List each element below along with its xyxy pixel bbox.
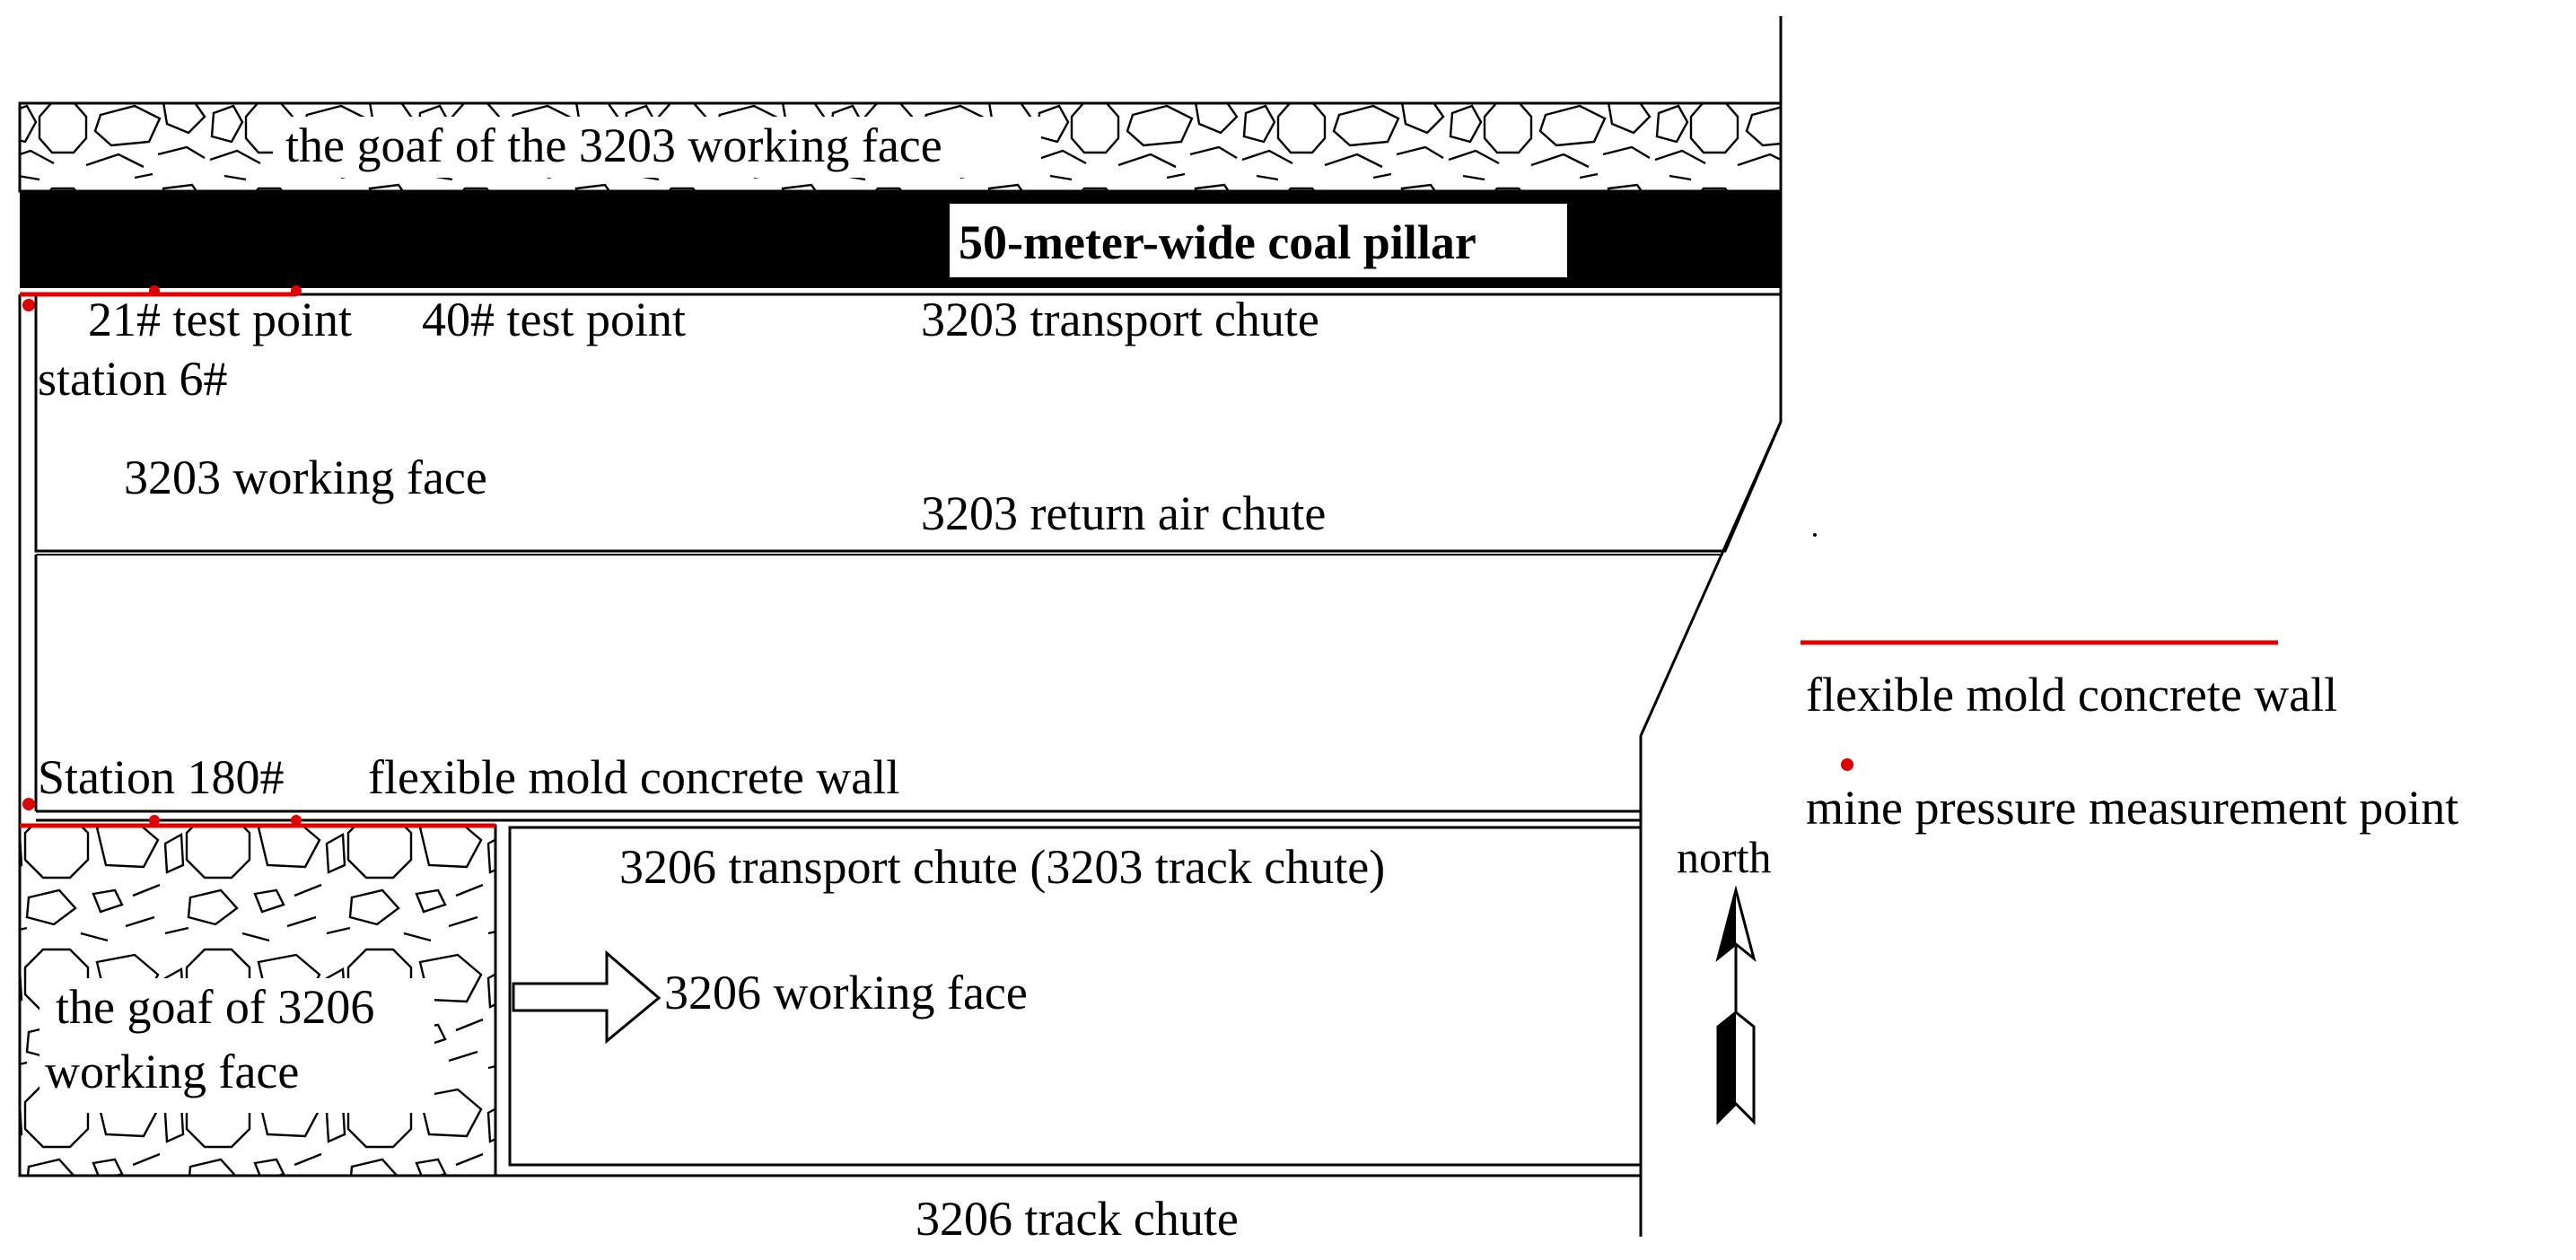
working-face-3203-label: 3203 working face xyxy=(124,451,487,504)
measurement-point xyxy=(22,299,35,311)
goaf-3206-region: the goaf of 3206 working face xyxy=(18,824,497,1177)
measurement-point xyxy=(291,815,302,826)
station-180-label: Station 180# xyxy=(38,750,285,804)
test-point-21-label: 21# test point xyxy=(88,293,352,346)
goaf-3206-label-line2: working face xyxy=(45,1045,299,1098)
legend-dot xyxy=(1813,533,1817,537)
test-point-40-label: 40# test point xyxy=(422,293,686,346)
track-chute-3206-label: 3206 track chute xyxy=(916,1192,1239,1246)
north-label: north xyxy=(1677,832,1772,882)
goaf-3203-region: the goaf of the 3203 working face xyxy=(18,101,1783,193)
return-air-chute-3203-label: 3203 return air chute xyxy=(921,486,1326,540)
goaf-3203-label-bg xyxy=(273,117,1041,178)
measurement-point xyxy=(149,285,160,296)
goaf-3206-label-line1: the goaf of 3206 xyxy=(56,980,374,1034)
goaf-3206-label-bg xyxy=(39,978,434,1113)
middle-block xyxy=(18,294,1641,1176)
concrete-wall-label: flexible mold concrete wall xyxy=(368,750,899,804)
goaf-3203-label: the goaf of the 3203 working face xyxy=(285,118,942,172)
north-arrow: north xyxy=(1677,832,1772,1125)
measurement-point xyxy=(149,815,160,826)
measurement-point xyxy=(22,798,35,810)
working-face-3206-region xyxy=(20,826,1643,1177)
station-6-label: station 6# xyxy=(38,352,228,406)
legend-point-swatch xyxy=(1841,758,1853,771)
concrete-walls xyxy=(20,285,495,828)
coal-pillar-label-bg xyxy=(950,204,1567,277)
coal-pillar-label: 50-meter-wide coal pillar xyxy=(959,215,1476,269)
legend: flexible mold concrete wall mine pressur… xyxy=(1801,533,2458,835)
transport-chute-3206-label: 3206 transport chute (3203 track chute) xyxy=(619,840,1385,894)
coal-pillar-region: 50-meter-wide coal pillar xyxy=(20,191,1781,288)
legend-point-label: mine pressure measurement point xyxy=(1806,781,2458,835)
legend-wall-label: flexible mold concrete wall xyxy=(1806,668,2337,722)
working-face-3206-label: 3206 working face xyxy=(664,966,1028,1019)
transport-chute-3203-label: 3203 transport chute xyxy=(921,293,1319,346)
advance-direction-arrow xyxy=(512,949,662,1045)
measurement-point xyxy=(291,285,302,296)
